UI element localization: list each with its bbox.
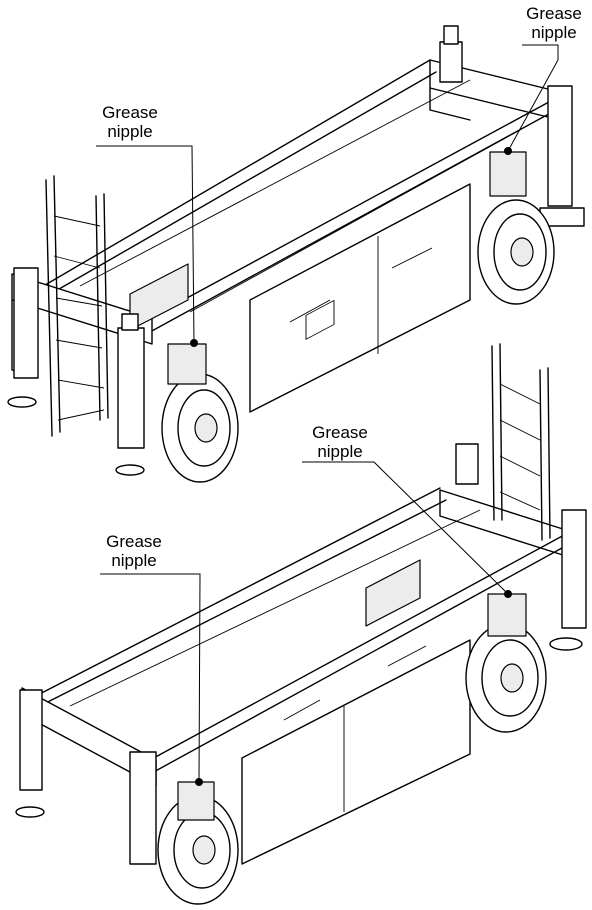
callout-grease-nipple-lower-rear: Grease nipple: [304, 423, 376, 461]
callout-line-2: nipple: [531, 23, 577, 42]
callout-line-1: Grease: [102, 103, 158, 122]
callout-line-2: nipple: [111, 551, 157, 570]
upper-ladder: [45, 175, 109, 437]
lower-rear-wheel: [465, 623, 547, 733]
callout-grease-nipple-upper-rear: Grease nipple: [520, 4, 588, 42]
upper-rear-wheel: [477, 199, 555, 305]
callout-grease-nipple-lower-front: Grease nipple: [98, 532, 170, 570]
leader-lines: [96, 44, 559, 783]
callout-line-2: nipple: [317, 442, 363, 461]
lower-front-wheel: [157, 795, 239, 905]
lower-machine: [15, 343, 587, 905]
upper-machine: [7, 25, 585, 483]
callout-line-1: Grease: [526, 4, 582, 23]
callout-line-1: Grease: [106, 532, 162, 551]
callout-line-1: Grease: [312, 423, 368, 442]
lower-ladder: [491, 343, 551, 541]
callout-line-2: nipple: [107, 122, 153, 141]
upper-front-wheel: [161, 373, 239, 483]
callout-grease-nipple-upper-front: Grease nipple: [94, 103, 166, 141]
